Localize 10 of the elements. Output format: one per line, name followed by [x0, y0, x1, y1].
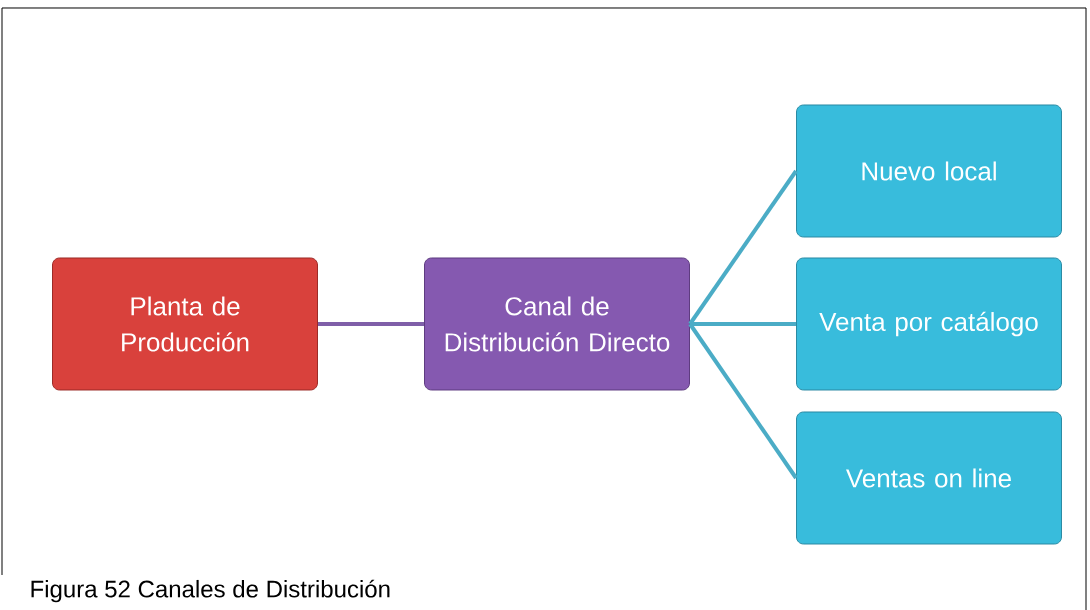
connector-line — [318, 322, 424, 326]
process-box: Canal de Distribución Directo — [424, 257, 690, 391]
process-box: Nuevo local — [796, 104, 1062, 238]
process-box: Ventas on line — [796, 411, 1062, 545]
connector-line — [690, 322, 796, 326]
process-box: Planta de Producción — [52, 257, 318, 391]
process-box: Venta por catálogo — [796, 257, 1062, 391]
connector-line — [688, 169, 798, 326]
figure-caption: Figura 52 Canales de Distribución — [31, 579, 390, 603]
connector-line — [688, 322, 798, 480]
